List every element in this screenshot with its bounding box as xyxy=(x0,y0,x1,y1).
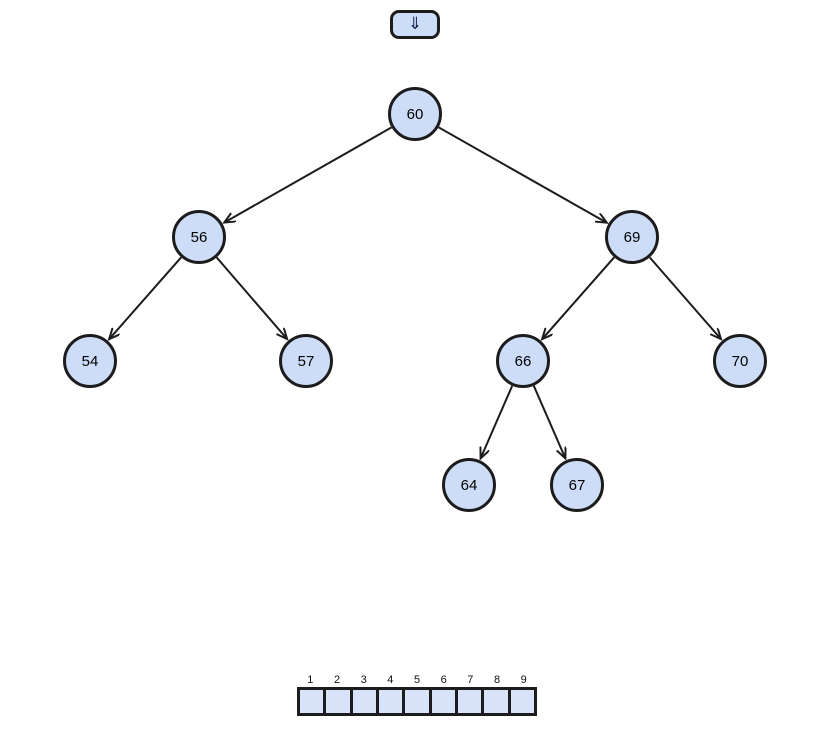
tree-edge-56-54 xyxy=(109,256,182,339)
array-cell-1 xyxy=(300,690,324,713)
array-cell-4 xyxy=(378,690,403,713)
tree-node-value: 66 xyxy=(515,353,532,370)
tree-edge-69-70 xyxy=(648,256,721,339)
tree-edge-60-69 xyxy=(438,126,607,222)
tree-node-value: 69 xyxy=(624,229,641,246)
tree-edge-56-57 xyxy=(215,256,288,339)
array-index-label: 6 xyxy=(440,674,447,686)
array-index-label: 7 xyxy=(467,674,474,686)
array-cell-3 xyxy=(352,690,376,713)
tree-node-value: 67 xyxy=(569,477,586,494)
tree-node-value: 70 xyxy=(732,353,749,370)
tree-node-67[interactable]: 67 xyxy=(550,458,604,512)
tree-node-64[interactable]: 64 xyxy=(442,458,496,512)
tree-node-69[interactable]: 69 xyxy=(605,210,659,264)
tree-node-value: 56 xyxy=(191,229,208,246)
sort-down-button[interactable]: ⇓ xyxy=(390,10,440,39)
array-index-label: 9 xyxy=(520,674,527,686)
tree-node-57[interactable]: 57 xyxy=(279,334,333,388)
tree-node-56[interactable]: 56 xyxy=(172,210,226,264)
tree-edge-69-66 xyxy=(542,256,615,339)
array-index-label: 1 xyxy=(307,674,314,686)
array-cell-5 xyxy=(405,690,429,713)
tree-edge-66-67 xyxy=(532,385,566,459)
array-index-label: 8 xyxy=(493,674,501,686)
array-index-row: 1 2 3 4 5 6 7 8 9 xyxy=(297,674,537,687)
tree-node-60[interactable]: 60 xyxy=(388,87,442,141)
array-cell-9 xyxy=(510,690,534,713)
array-cell-6 xyxy=(431,690,455,713)
tree-node-70[interactable]: 70 xyxy=(713,334,767,388)
tree-node-value: 64 xyxy=(461,477,478,494)
array-cell-2 xyxy=(326,690,350,713)
tree-edge-66-64 xyxy=(481,385,514,459)
tree-node-value: 54 xyxy=(82,353,99,370)
array-index-label: 3 xyxy=(360,674,367,686)
tree-node-54[interactable]: 54 xyxy=(63,334,117,388)
tree-node-value: 60 xyxy=(407,106,424,123)
tree-edge-60-56 xyxy=(224,126,392,222)
output-array: 1 2 3 4 5 6 7 8 9 xyxy=(297,674,537,716)
tree-node-66[interactable]: 66 xyxy=(496,334,550,388)
array-index-label: 4 xyxy=(387,674,394,686)
array-index-label: 2 xyxy=(333,674,341,686)
array-cell-8 xyxy=(484,690,508,713)
array-index-label: 5 xyxy=(413,674,421,686)
tree-node-value: 57 xyxy=(298,353,315,370)
array-cell-7 xyxy=(457,690,482,713)
array-cell-row xyxy=(297,687,537,716)
